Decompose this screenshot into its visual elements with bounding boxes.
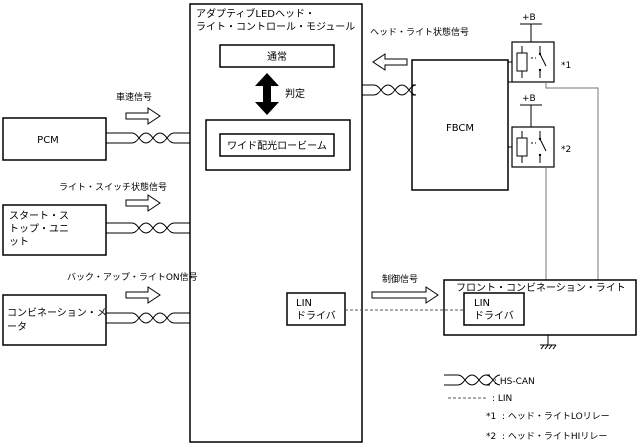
arrow-light-switch <box>125 194 161 212</box>
backup-light-signal-label: バック・アップ・ライトON信号 <box>67 271 198 283</box>
start-stop-unit-box <box>2 204 107 256</box>
wide-lowbeam-inner-box <box>219 133 335 157</box>
vehicle-speed-signal-label: 車速信号 <box>116 91 152 103</box>
combination-meter-label-2: ータ <box>7 321 27 333</box>
arrow-control-signal <box>371 286 439 304</box>
lin-driver-main-2: ドライバ <box>296 310 336 322</box>
start-stop-label-2: トップ・ユニ <box>9 223 69 235</box>
legend-note1: : ヘッド・ライトLOリレー <box>502 411 610 422</box>
lin-driver-box-front <box>463 292 525 326</box>
lin-driver-front-1: LIN <box>474 298 490 309</box>
normal-label: 通常 <box>267 50 287 63</box>
judge-double-arrow <box>255 73 279 115</box>
lin-driver-front-2: ドライバ <box>474 310 514 322</box>
start-stop-label-3: ット <box>9 237 29 248</box>
can-link-fbcm <box>362 84 417 96</box>
relay-hi-mark: *2 <box>561 145 571 155</box>
relay-hi <box>511 126 555 168</box>
legend-note2: : ヘッド・ライトHIリレー <box>502 431 607 442</box>
relay-lo-output-wire <box>545 82 599 280</box>
fbcm-label: FBCM <box>446 123 474 134</box>
power-b-2: +B <box>522 94 536 104</box>
legend-note2-mark: *2 <box>486 432 496 442</box>
adaptive-led-module-title-1: アダプティブLEDヘッド・ <box>196 7 315 20</box>
headlight-status-signal-label: ヘッド・ライト状態信号 <box>370 26 469 38</box>
combination-meter-label-1: コンビネーション・メ <box>7 307 107 319</box>
lin-driver-box-main <box>286 292 346 326</box>
ground-symbol <box>540 335 557 350</box>
adaptive-led-module-title-2: ライト・コントロール・モジュール <box>196 21 355 33</box>
front-combination-light-title: フロント・コンビネーション・ライト <box>456 282 626 294</box>
power-b-1: +B <box>522 13 536 23</box>
pcm-label: PCM <box>37 135 59 146</box>
arrow-backup-light <box>125 286 161 304</box>
legend-note1-mark: *1 <box>486 412 496 422</box>
start-stop-label-1: スタート・ス <box>9 210 69 222</box>
can-link-pcm <box>106 132 190 144</box>
arrow-vehicle-speed <box>125 107 161 125</box>
control-signal-label: 制御信号 <box>382 273 418 285</box>
legend-lin: : LIN <box>492 394 512 404</box>
wide-lowbeam-label: ワイド配光ロービーム <box>227 139 327 152</box>
legend-hs-can-symbol <box>444 374 501 386</box>
light-switch-signal-label: ライト・スイッチ状態信号 <box>59 181 167 193</box>
lin-driver-main-1: LIN <box>296 298 312 309</box>
adaptive-led-module-box <box>189 3 363 443</box>
judge-label: 判定 <box>285 87 305 100</box>
arrow-headlight-status <box>372 53 408 71</box>
relay-lo <box>511 41 555 83</box>
can-link-start-stop <box>106 222 190 234</box>
combination-meter-box <box>2 294 107 346</box>
can-link-combination-meter <box>106 312 190 324</box>
relay-lo-mark: *1 <box>561 61 571 71</box>
fbcm-box <box>411 59 509 191</box>
legend-hs-can: : HS-CAN <box>494 377 535 387</box>
normal-box <box>219 44 335 68</box>
pcm-box <box>2 117 107 161</box>
